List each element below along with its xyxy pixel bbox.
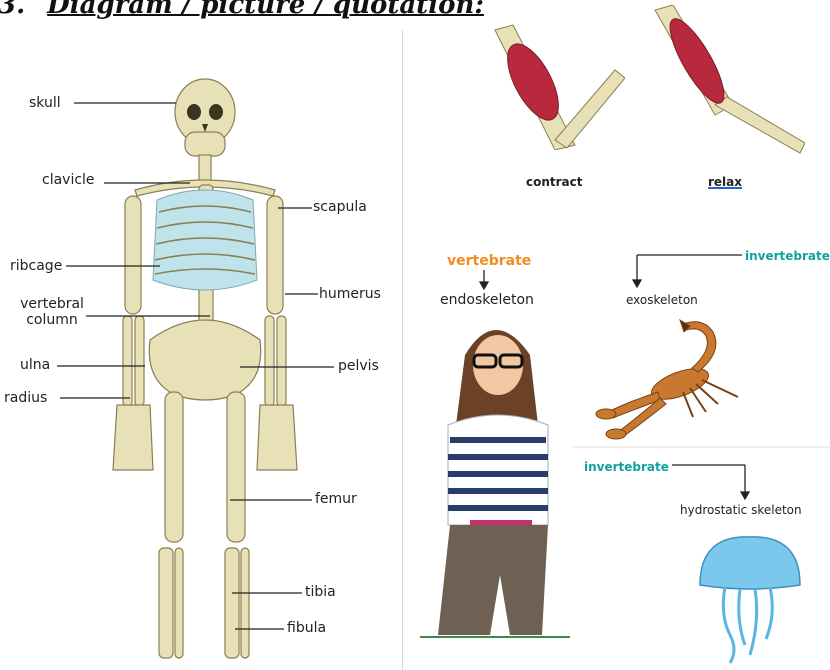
label-tibia: tibia (305, 584, 336, 600)
label-skull: skull (29, 95, 61, 111)
label-humerus: humerus (319, 286, 381, 302)
label-fibula: fibula (287, 620, 326, 636)
label-vertebral: vertebral (17, 296, 87, 312)
label-radius: radius (4, 390, 47, 406)
label-clavicle: clavicle (42, 172, 95, 188)
label-femur: femur (315, 491, 357, 507)
scorpion-illustration (588, 312, 748, 442)
jellyfish-illustration (690, 535, 810, 665)
label-ribcage: ribcage (10, 258, 62, 274)
label-pelvis: pelvis (338, 358, 379, 374)
label-ulna: ulna (20, 357, 50, 373)
girl-illustration (420, 315, 570, 655)
label-column: column (17, 312, 87, 328)
label-scapula: scapula (313, 199, 367, 215)
